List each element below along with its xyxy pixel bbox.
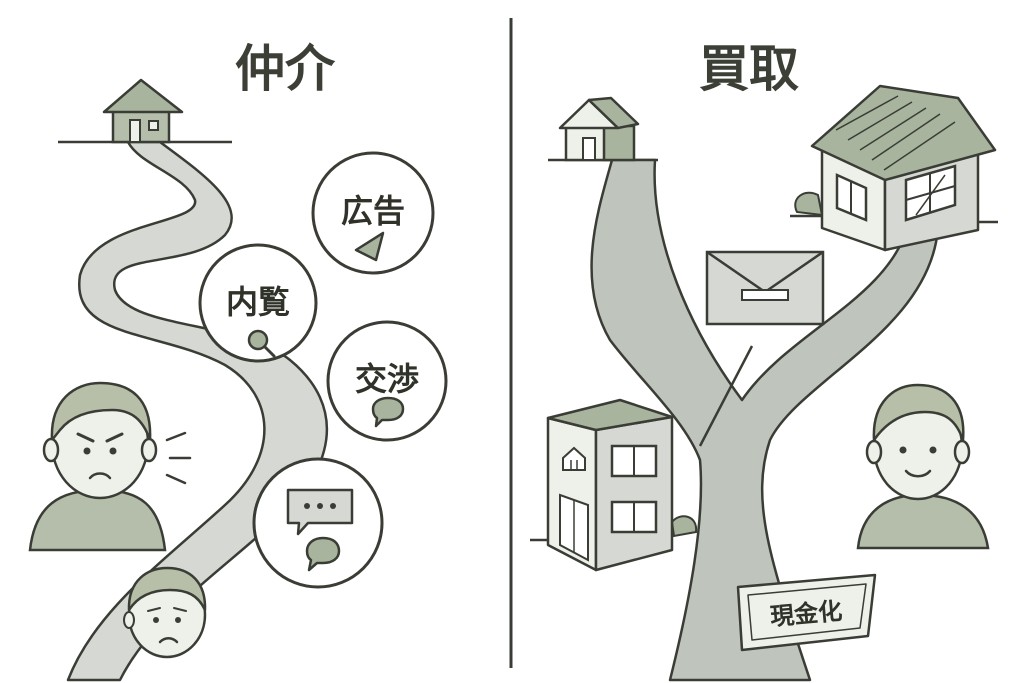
winding-road [66, 140, 329, 682]
worried-person [123, 566, 207, 659]
step-bubble-negotiation: 交渉 [326, 320, 448, 442]
magnifier-icon [247, 329, 276, 358]
cash-out-label: 現金化 [769, 597, 843, 631]
left-panel: 仲介 広告 内覧 交渉 [28, 40, 448, 682]
speech-bubble-icon [371, 396, 405, 428]
connector-line [698, 345, 754, 447]
step-bubble-ad: 広告 [311, 151, 435, 275]
envelope-icon [705, 250, 825, 326]
frustrated-person [28, 381, 192, 552]
step-label-negotiation: 交渉 [355, 360, 419, 398]
small-house-right [558, 96, 640, 162]
step-bubble-viewing: 内覧 [198, 243, 318, 363]
small-house [102, 78, 184, 144]
right-title: 買取 [699, 40, 799, 98]
right-panel: 買取 [530, 40, 998, 682]
happy-person [856, 383, 990, 550]
chat-ellipsis-icon [286, 488, 354, 536]
big-house [790, 84, 998, 252]
step-bubble-chat [252, 457, 384, 589]
step-label-ad: 広告 [341, 192, 405, 230]
apartment-building [530, 398, 698, 572]
cash-out-sign: 現金化 [736, 573, 877, 652]
megaphone-icon [354, 231, 385, 262]
small-speech-bubble-icon [305, 536, 341, 572]
step-label-viewing: 内覧 [226, 283, 290, 321]
forked-road [590, 158, 940, 682]
left-title: 仲介 [235, 40, 336, 98]
